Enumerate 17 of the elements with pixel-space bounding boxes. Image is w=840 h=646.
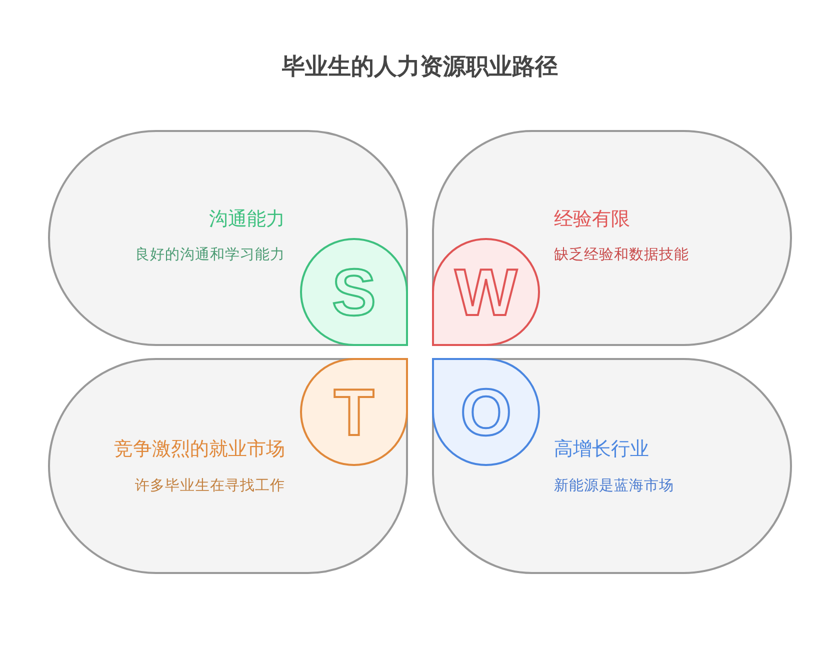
quadrant-heading: 高增长行业 (554, 439, 649, 461)
badge-letter: T (334, 379, 374, 445)
swot-quadrant (432, 130, 792, 346)
quadrant-description: 缺乏经验和数据技能 (554, 247, 689, 264)
badge-letter: O (460, 379, 512, 445)
swot-quadrant (432, 358, 792, 574)
badge-letter: W (454, 259, 518, 325)
quadrant-heading: 竞争激烈的就业市场 (114, 439, 285, 461)
quadrant-description: 新能源是蓝海市场 (554, 478, 674, 495)
swot-quadrant (48, 358, 408, 574)
quadrant-heading: 沟通能力 (209, 209, 285, 231)
swot-quadrant (48, 130, 408, 346)
quadrant-heading: 经验有限 (554, 209, 630, 231)
quadrant-description: 许多毕业生在寻找工作 (135, 478, 285, 495)
quadrant-description: 良好的沟通和学习能力 (135, 247, 285, 264)
diagram-title: 毕业生的人力资源职业路径 (281, 52, 559, 80)
badge-letter: S (332, 259, 376, 325)
